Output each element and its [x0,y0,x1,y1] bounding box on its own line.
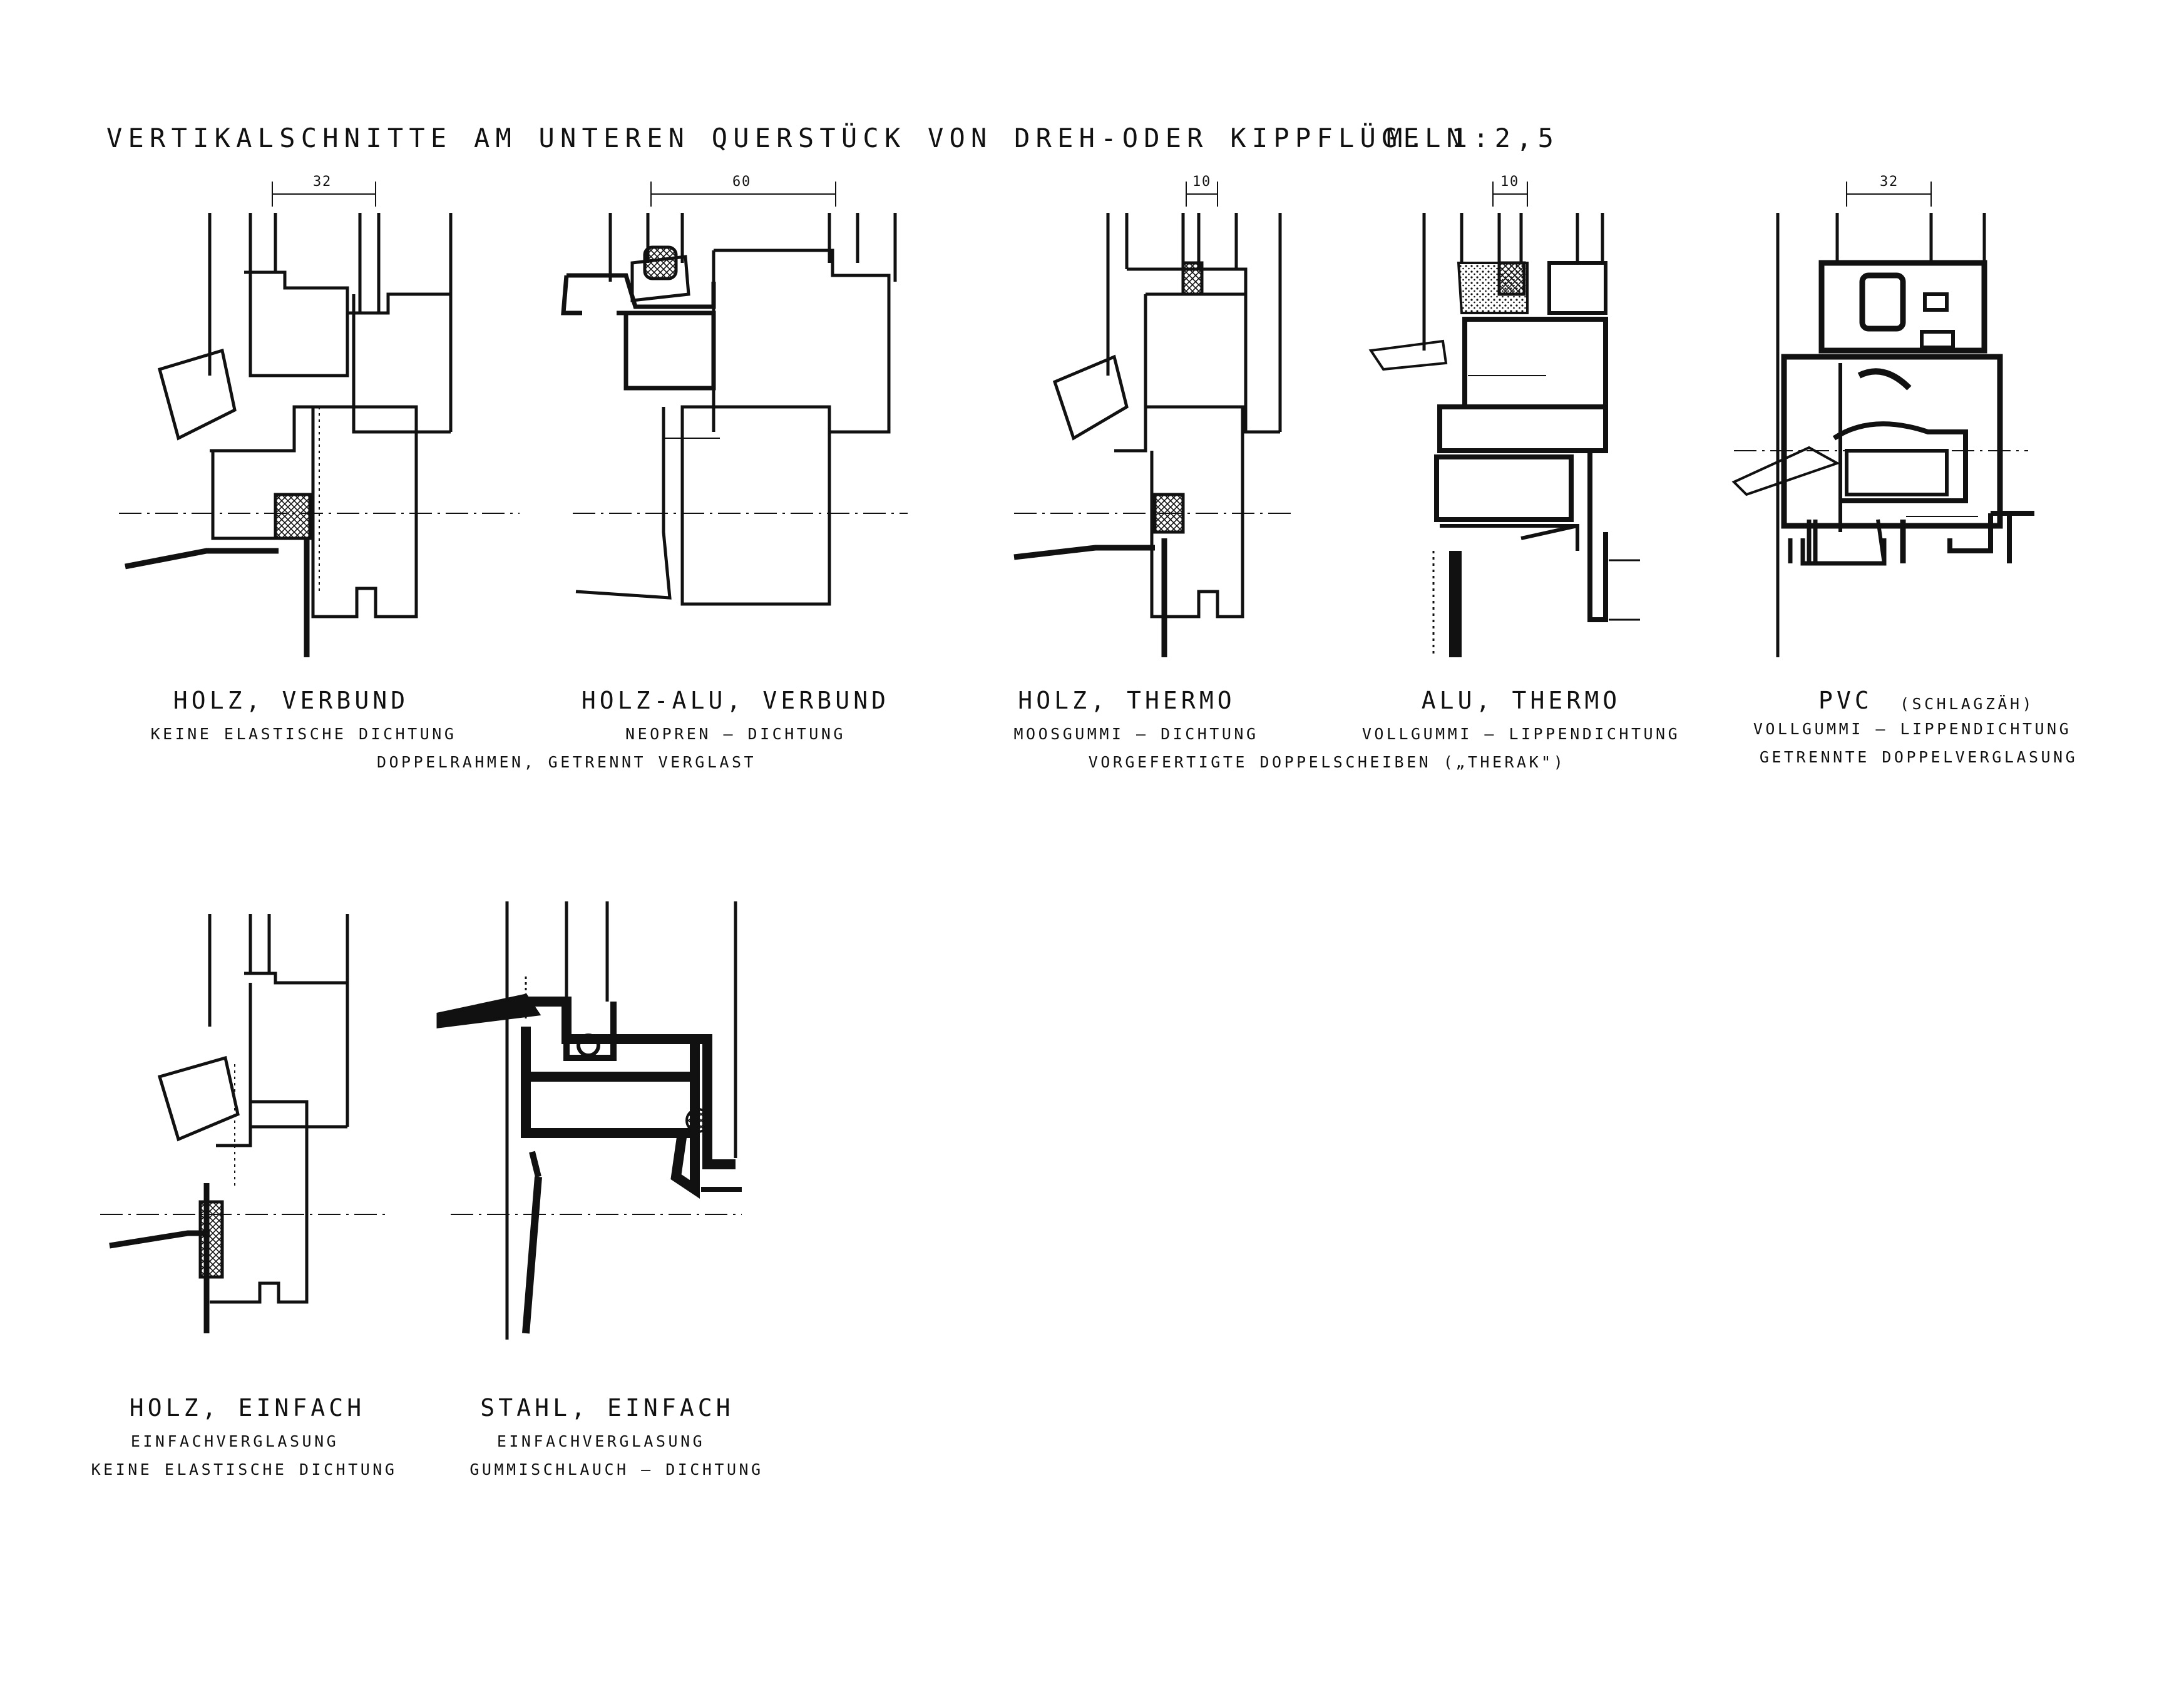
section-title: HOLZ, EINFACH [129,1394,366,1422]
section-title: HOLZ-ALU, VERBUND [581,687,890,714]
section-subtitle: KEINE ELASTISCHE DICHTUNG [150,725,457,743]
section-subtitle: NEOPREN – DICHTUNG [625,725,846,743]
section-holz-alu-verbund [561,182,908,606]
section-subtitle-2: GUMMISCHLAUCH – DICHTUNG [469,1460,764,1479]
section-title: STAHL, EINFACH [480,1394,734,1422]
shared-note-wood: DOPPELRAHMEN, GETRENNT VERGLAST [376,753,757,771]
section-pvc [1731,182,2034,657]
section-holz-einfach [100,914,388,1333]
section-title-note: (SCHLAGZÄH) [1900,695,2035,713]
drawing-title: VERTIKALSCHNITTE AM UNTEREN QUERSTÜCK VO… [106,123,1469,153]
section-subtitle: EINFACHVERGLASUNG [130,1432,339,1450]
drawing-scale: M. 1:2,5 [1387,123,1560,153]
dimension-label: 10 [1192,174,1212,190]
section-holz-verbund [119,182,520,657]
dimension-label: 32 [1879,174,1899,190]
section-subtitle: EINFACHVERGLASUNG [496,1432,705,1450]
section-stahl-einfach [436,901,742,1340]
section-holz-thermo [1013,182,1296,657]
section-title: HOLZ, VERBUND [173,687,409,714]
dimension-label: 10 [1500,174,1520,190]
section-title: PVC [1818,687,1873,714]
dimension-label: 32 [312,174,332,190]
section-title: ALU, THERMO [1421,687,1621,714]
section-subtitle-2: GETRENNTE DOPPELVERGLASUNG [1759,748,2078,766]
section-subtitle-2: KEINE ELASTISCHE DICHTUNG [91,1460,397,1479]
section-subtitle: VOLLGUMMI – LIPPENDICHTUNG [1361,725,1681,743]
dimension-label: 60 [732,174,752,190]
section-title: HOLZ, THERMO [1018,687,1236,714]
section-subtitle: VOLLGUMMI – LIPPENDICHTUNG [1753,720,2072,738]
section-alu-thermo [1368,182,1640,657]
shared-note-thermo: VORGEFERTIGTE DOPPELSCHEIBEN („THERAK") [1088,753,1566,771]
section-subtitle: MOOSGUMMI – DICHTUNG [1013,725,1259,743]
